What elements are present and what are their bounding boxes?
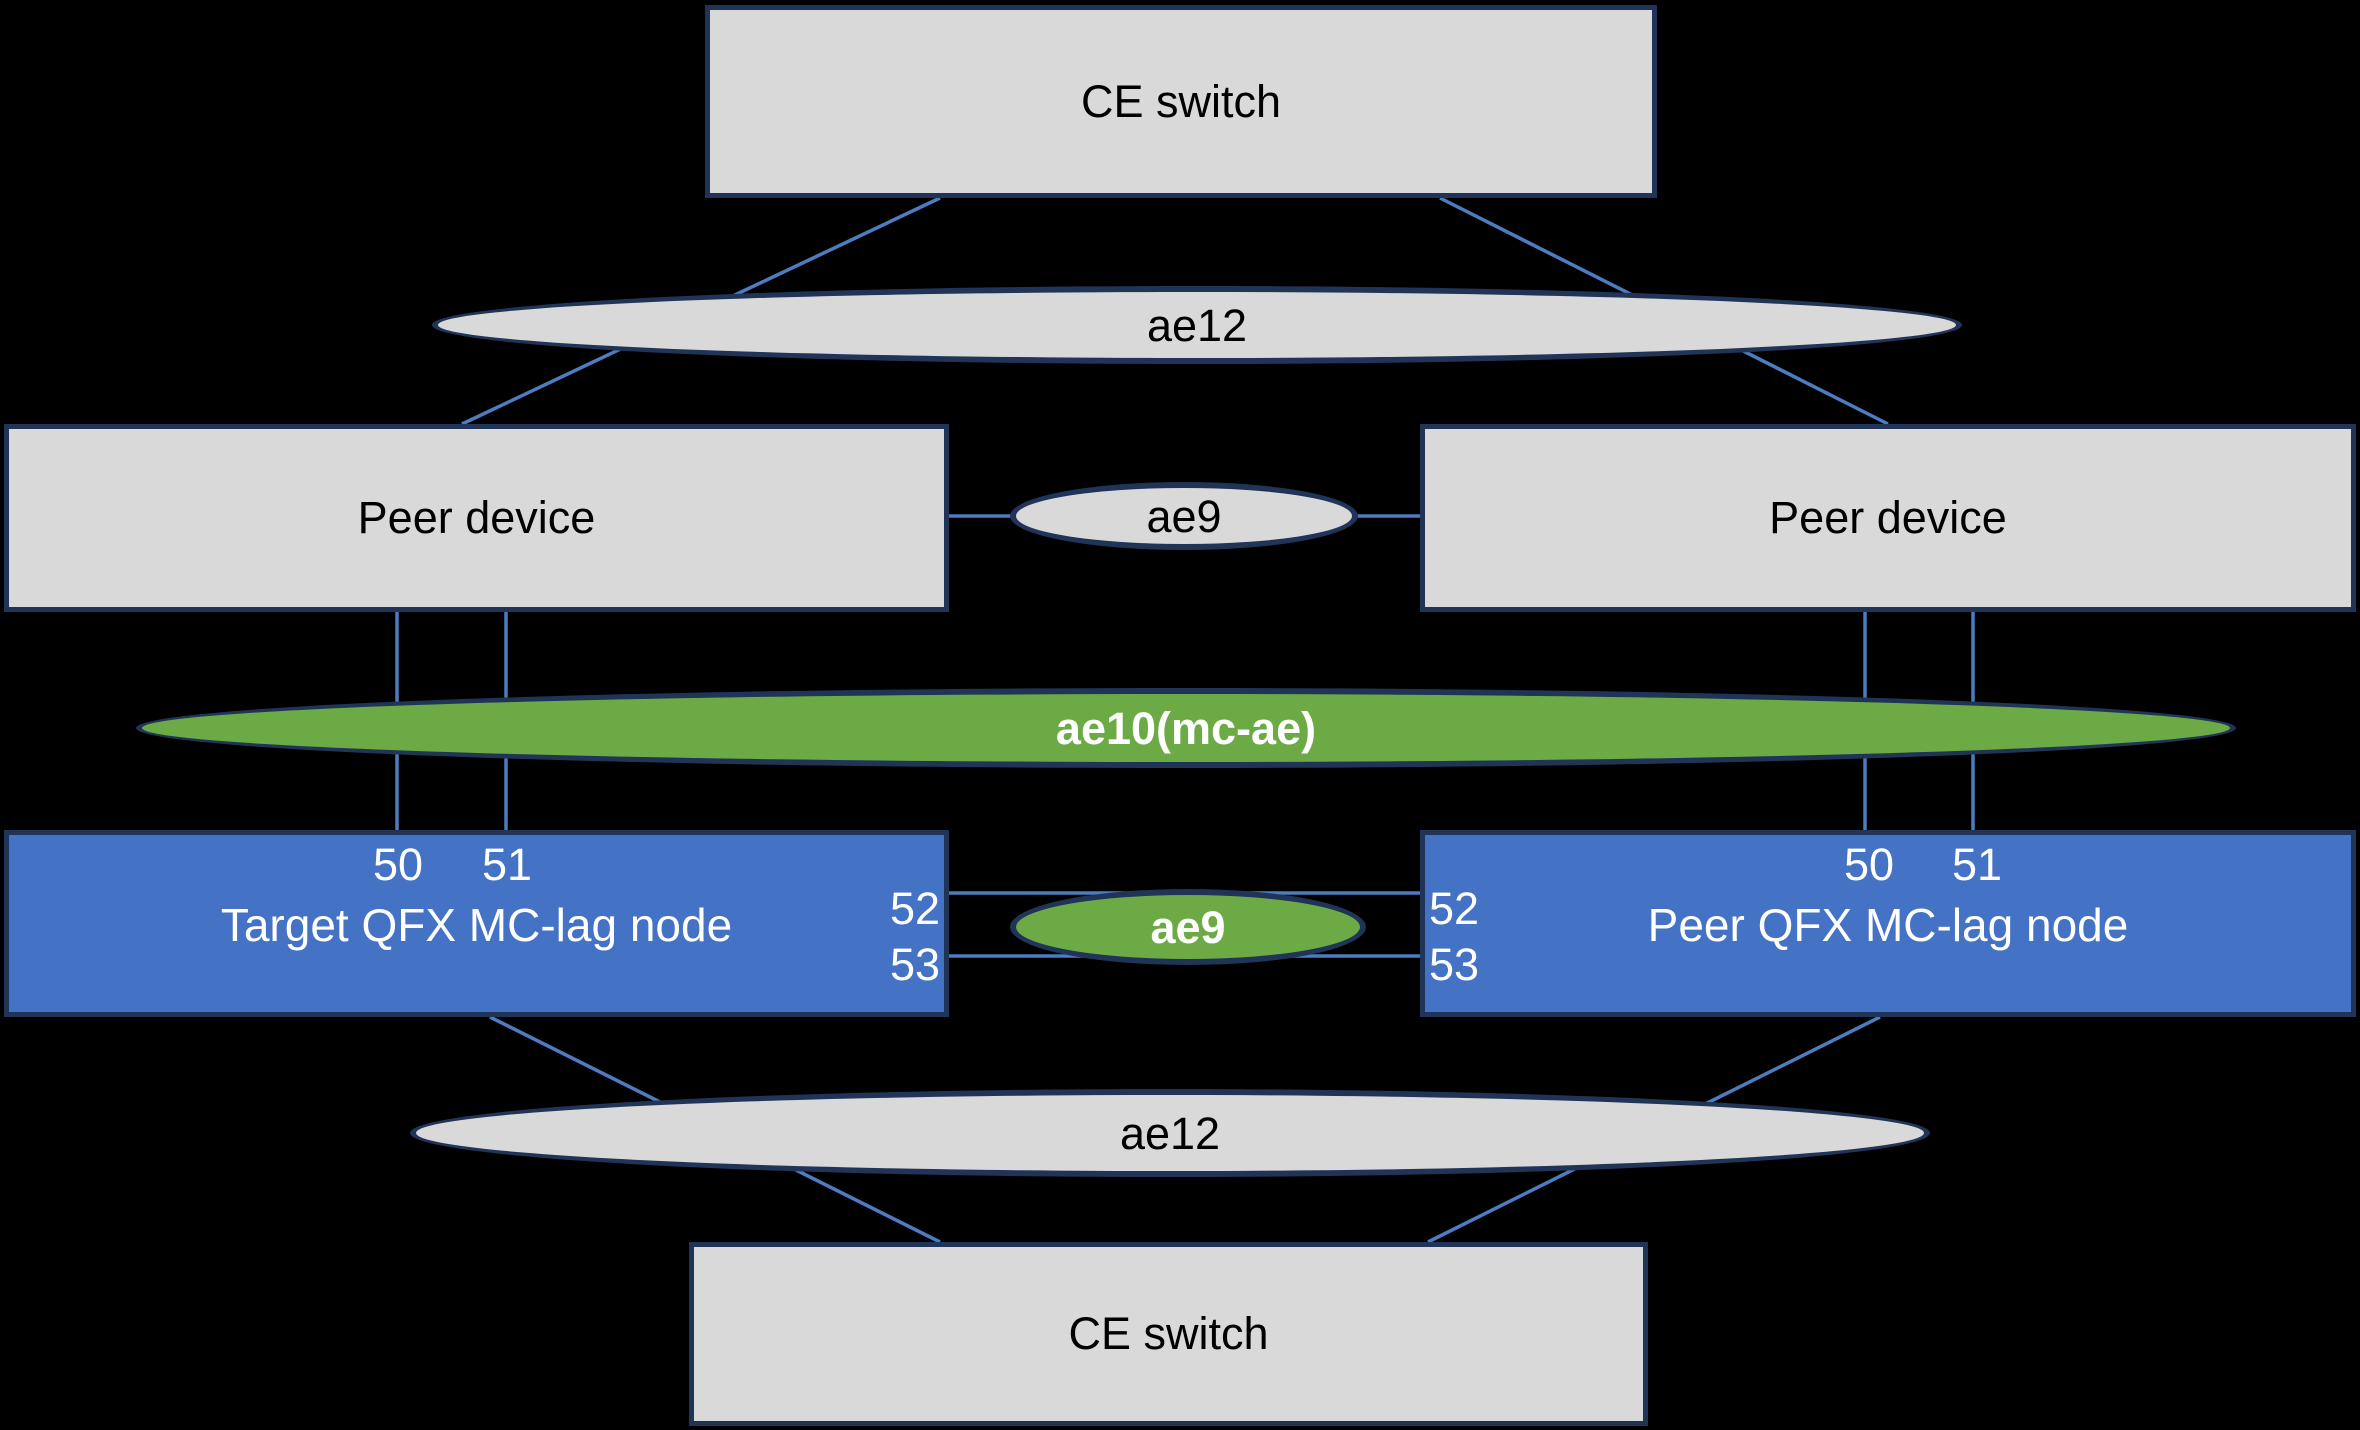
target-qfx-port-50: 50 (372, 839, 424, 890)
ae12-top-ellipse: ae12 (432, 286, 1962, 364)
target-qfx-mclag-node-box: 50 51 52 53 Target QFX MC-lag node (4, 830, 949, 1017)
peer-device-right-label: Peer device (1769, 492, 2007, 544)
peer-qfx-port-50: 50 (1843, 839, 1895, 890)
peer-qfx-mclag-node-box: 52 53 50 51 Peer QFX MC-lag node (1420, 830, 2356, 1017)
peer-device-right-box: Peer device (1420, 424, 2356, 612)
peer-qfx-port-53: 53 (1429, 939, 1480, 990)
ae12-bottom-ellipse: ae12 (410, 1089, 1930, 1177)
ce-switch-top-label: CE switch (1080, 75, 1282, 127)
ae9-top-label: ae9 (1146, 490, 1222, 542)
ae9-mid-label: ae9 (1150, 901, 1226, 953)
ce-switch-bottom-label: CE switch (1068, 1308, 1269, 1360)
peer-qfx-port-51: 51 (1951, 839, 2003, 890)
ae10-mcae-label: ae10(mc-ae) (1055, 702, 1317, 754)
target-qfx-port-53: 53 (889, 939, 940, 990)
ae9-top-ellipse: ae9 (1010, 482, 1358, 550)
target-qfx-label: Target QFX MC-lag node (220, 899, 733, 951)
target-qfx-port-51: 51 (481, 839, 533, 890)
ae12-bottom-label: ae12 (1119, 1107, 1221, 1159)
ae10-mcae-ellipse: ae10(mc-ae) (136, 688, 2236, 768)
peer-device-left-label: Peer device (357, 492, 596, 544)
ce-switch-top-box: CE switch (705, 5, 1657, 198)
peer-qfx-port-52: 52 (1429, 883, 1480, 934)
ae9-mid-ellipse: ae9 (1010, 889, 1366, 965)
peer-qfx-label: Peer QFX MC-lag node (1647, 899, 2129, 951)
ce-switch-bottom-box: CE switch (689, 1242, 1648, 1426)
peer-device-left-box: Peer device (4, 424, 949, 612)
target-qfx-port-52: 52 (889, 883, 940, 934)
ae12-top-label: ae12 (1146, 299, 1248, 351)
